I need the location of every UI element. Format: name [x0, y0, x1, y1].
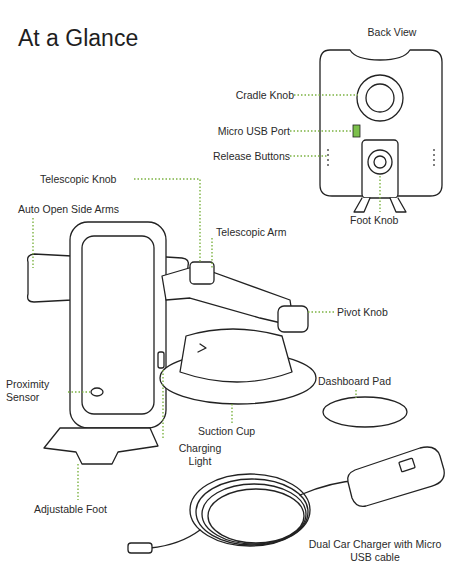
part-label: Dual Car Charger with Micro USB cable — [305, 538, 445, 564]
diagram-title: At a Glance — [18, 24, 138, 52]
part-label: Suction Cup — [198, 425, 278, 438]
part-label: Telescopic Knob — [40, 173, 140, 186]
part-label: Telescopic Arm — [216, 226, 306, 239]
part-label: Proximity Sensor — [6, 378, 68, 404]
part-label: Release Buttons — [190, 150, 290, 163]
part-label: Back View — [352, 26, 432, 39]
part-label: Cradle Knob — [222, 89, 294, 102]
part-label: Charging Light — [172, 442, 228, 468]
part-label: Adjustable Foot — [34, 503, 134, 516]
part-label: Auto Open Side Arms — [18, 203, 148, 216]
part-label: Micro USB Port — [200, 125, 290, 138]
part-label: Pivot Knob — [337, 306, 417, 319]
part-label: Dashboard Pad — [318, 375, 408, 388]
part-label: Foot Knob — [350, 214, 420, 227]
